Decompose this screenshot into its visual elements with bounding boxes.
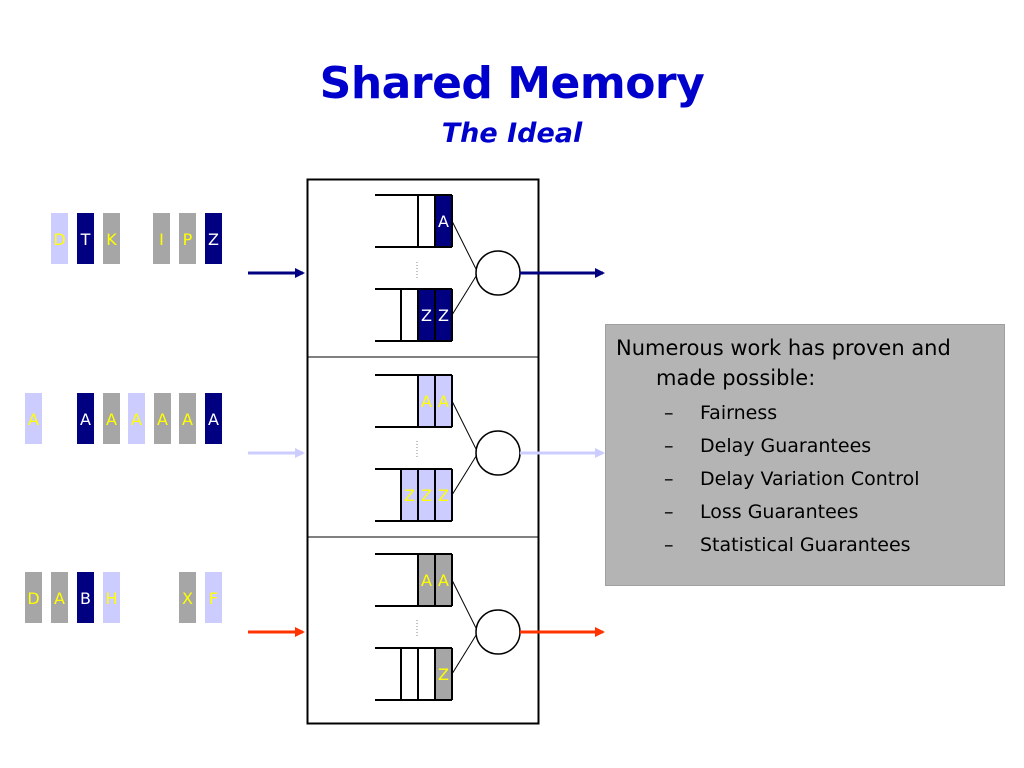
scheduler-circle (475, 250, 521, 296)
input-cell-label: D (27, 589, 39, 608)
input-cell-label: H (105, 589, 117, 608)
queue-cell-label: Z (438, 665, 449, 684)
input-cell-label: F (209, 589, 218, 608)
input-cell (51, 572, 68, 623)
input-cell (77, 393, 94, 444)
queue-cell (435, 375, 452, 427)
input-cell (128, 393, 145, 444)
queue-cell-label: Z (404, 486, 415, 505)
queue-cell-label: Z (421, 306, 432, 325)
input-cell (103, 572, 120, 623)
input-cell (153, 213, 170, 264)
slide-title: Shared Memory (319, 58, 705, 109)
input-cell (77, 213, 94, 264)
queue-link (451, 272, 479, 316)
info-box: Numerous work has proven and made possib… (605, 324, 1005, 586)
input-cell (103, 213, 120, 264)
info-list-item: – Statistical Guarantees (664, 529, 920, 562)
info-list: – Fairness – Delay Guarantees – Delay Variati… (664, 397, 920, 562)
queue-cell (418, 554, 435, 606)
info-item-label: Delay Variation Control (700, 468, 920, 490)
queue-cell (418, 375, 435, 427)
queue-cell (435, 469, 452, 521)
queue-cell (401, 469, 418, 521)
info-item-label: Statistical Guarantees (700, 534, 911, 556)
input-cell-label: A (54, 589, 65, 608)
input-cell-label: Z (208, 230, 219, 249)
input-cell-label: I (159, 230, 164, 249)
input-cell-label: X (182, 589, 193, 608)
info-list-item: – Delay Variation Control (664, 463, 920, 496)
input-cell-label: B (80, 589, 91, 608)
input-cell (25, 572, 42, 623)
info-list-item: – Fairness (664, 397, 920, 430)
scheduler-circle (475, 609, 521, 655)
input-cell (154, 393, 171, 444)
dash-bullet: – (664, 534, 674, 556)
queue-link (451, 400, 479, 454)
queue-cell-label: A (438, 212, 449, 231)
scheduler-circle (475, 430, 521, 476)
queue-cell-label: Z (438, 486, 449, 505)
input-cell (179, 572, 196, 623)
dash-bullet: – (664, 402, 674, 424)
input-cell-label: A (80, 410, 91, 429)
queue-cell-label: Z (421, 486, 432, 505)
queue-link (451, 631, 479, 675)
input-cell (179, 213, 196, 264)
queue-cell (435, 195, 452, 247)
input-cell (179, 393, 196, 444)
input-cell-label: A (157, 410, 168, 429)
input-cell-label: A (106, 410, 117, 429)
queue-cell (418, 289, 435, 341)
input-cell-label: A (182, 410, 193, 429)
info-item-label: Delay Guarantees (700, 435, 872, 457)
input-cell (77, 572, 94, 623)
info-list-item: – Loss Guarantees (664, 496, 920, 529)
input-cell-label: T (80, 230, 91, 249)
input-cell (25, 393, 42, 444)
input-cell-label: A (131, 410, 142, 429)
input-cell (205, 572, 222, 623)
queue-cell-label: A (438, 571, 449, 590)
input-cell-label: D (53, 230, 65, 249)
info-list-item: – Delay Guarantees (664, 430, 920, 463)
queue-link (451, 452, 479, 496)
input-cell-label: A (28, 410, 39, 429)
dash-bullet: – (664, 501, 674, 523)
queue-cell-label: A (421, 571, 432, 590)
queue-cell (435, 289, 452, 341)
dash-bullet: – (664, 468, 674, 490)
input-cell (205, 393, 222, 444)
queue-cell (435, 554, 452, 606)
queue-cell-label: Z (438, 306, 449, 325)
info-item-label: Loss Guarantees (700, 501, 859, 523)
info-lead: Numerous work has proven and made possib… (616, 336, 951, 390)
input-cell-label: K (106, 230, 117, 249)
queue-cell-label: A (421, 392, 432, 411)
queue-cell-label: A (438, 392, 449, 411)
input-cell-label: A (208, 410, 219, 429)
queue-cell (435, 648, 452, 700)
input-cell (205, 213, 222, 264)
queue-cell (418, 469, 435, 521)
queue-link (451, 220, 479, 274)
input-cell (51, 213, 68, 264)
input-cell (103, 393, 120, 444)
input-cell-label: P (183, 230, 193, 249)
info-item-label: Fairness (700, 402, 778, 424)
slide-subtitle: The Ideal (441, 118, 583, 149)
queue-link (451, 579, 479, 633)
dash-bullet: – (664, 435, 674, 457)
